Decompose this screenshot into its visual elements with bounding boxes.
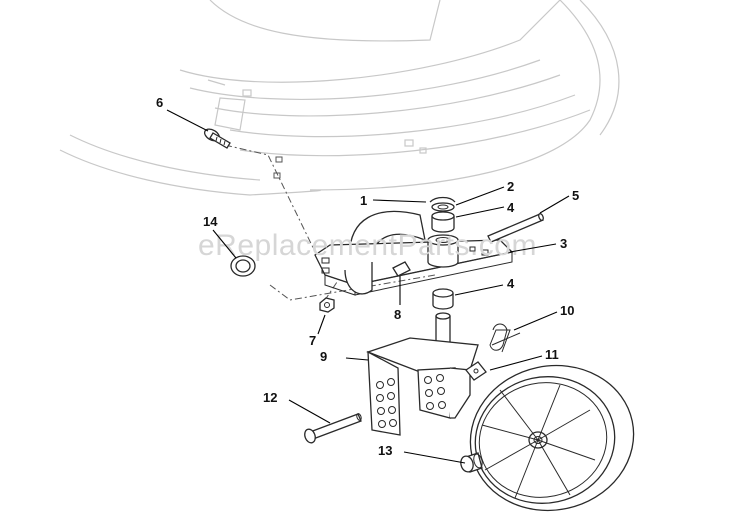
nut-part-7 — [319, 297, 335, 313]
plug-part-14 — [230, 255, 256, 277]
bolt-part-6 — [203, 128, 231, 149]
bearing-part-4-lower — [432, 288, 454, 310]
spindle-collar — [427, 234, 459, 268]
watermark-text: eReplacementParts.com — [198, 229, 537, 262]
callout-4-upper: 4 — [507, 200, 515, 215]
spacer-part-13 — [460, 452, 483, 473]
callout-11: 11 — [545, 347, 559, 362]
hairpin-part-10 — [489, 323, 521, 353]
callout-9: 9 — [320, 349, 327, 364]
caster-fork-part-9 — [366, 312, 479, 436]
clip-part-11 — [465, 361, 487, 381]
caster-yoke-part-3 — [314, 210, 514, 296]
mower-deck — [59, 0, 620, 196]
callout-14: 14 — [203, 214, 218, 229]
callout-7: 7 — [309, 333, 316, 348]
callout-10: 10 — [560, 303, 574, 318]
bearing-part-4-upper — [431, 211, 455, 233]
washer-part-2 — [431, 202, 455, 212]
callout-12: 12 — [263, 390, 277, 405]
upper-bearing-stack — [427, 196, 459, 268]
callout-13: 13 — [378, 443, 392, 458]
callout-labels: 6 14 1 2 4 5 3 4 8 7 9 10 11 12 13 — [156, 95, 579, 458]
caster-wheel — [469, 364, 635, 512]
roll-pin-part-5 — [487, 213, 544, 243]
callout-6: 6 — [156, 95, 163, 110]
callout-1: 1 — [360, 193, 367, 208]
callout-3: 3 — [560, 236, 567, 251]
callout-5: 5 — [572, 188, 579, 203]
clip-part-1 — [429, 196, 456, 203]
grease-fitting-part-8 — [392, 261, 411, 277]
axle-bolt-part-12 — [304, 413, 362, 444]
leader-lines — [166, 109, 570, 464]
callout-4-lower: 4 — [507, 276, 515, 291]
callout-2: 2 — [507, 179, 514, 194]
callout-8: 8 — [394, 307, 401, 322]
